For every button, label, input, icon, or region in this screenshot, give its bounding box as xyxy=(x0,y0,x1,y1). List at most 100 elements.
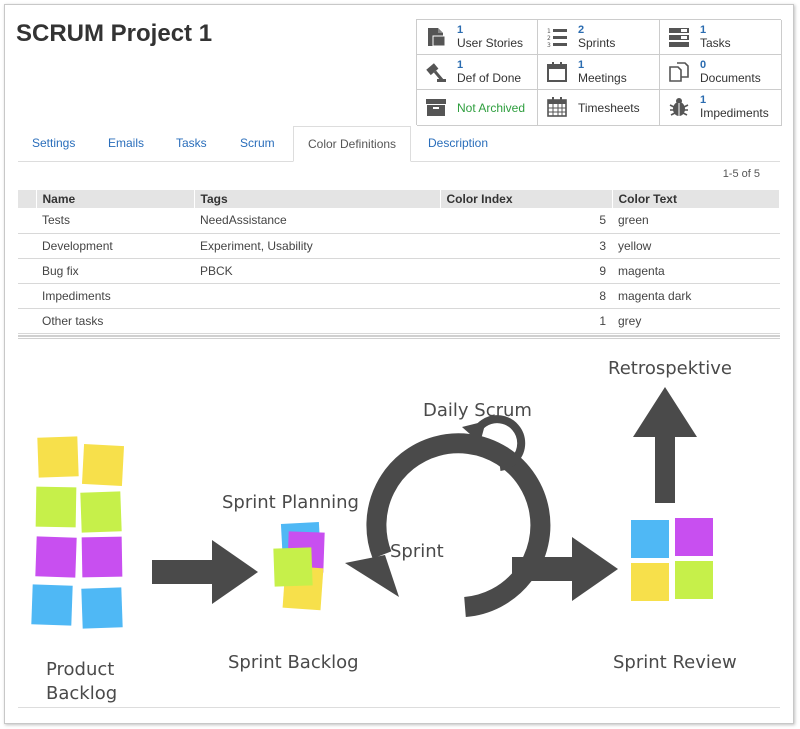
svg-text:1: 1 xyxy=(547,28,551,35)
sprint-backlog-notes xyxy=(273,522,325,611)
sticky-note xyxy=(35,486,77,528)
sprint-review-notes xyxy=(631,518,713,601)
tab-color-definitions[interactable]: Color Definitions xyxy=(293,126,412,162)
label-retrospektive: Retrospektive xyxy=(608,358,732,379)
table-header-row: Name Tags Color Index Color Text xyxy=(18,190,780,208)
label-sprint-backlog: Sprint Backlog xyxy=(228,652,359,673)
tile-count: 1 xyxy=(700,24,707,36)
cell-name: Tests xyxy=(36,208,194,234)
scrum-process-diagram: Product Backlog Sprint Planning Sprint B… xyxy=(10,345,790,710)
tile-count: 1 xyxy=(578,59,585,71)
sticky-note xyxy=(37,436,79,478)
label-sprint-planning: Sprint Planning xyxy=(222,492,359,513)
color-definitions-table: Name Tags Color Index Color Text Tests N… xyxy=(18,190,780,334)
cell-color-index: 1 xyxy=(440,308,612,334)
gavel-icon xyxy=(426,63,446,82)
table-row[interactable]: Bug fix PBCK 9 magenta xyxy=(18,258,780,284)
tile-count: 1 xyxy=(700,94,707,106)
label-product-backlog-line2: Backlog xyxy=(46,683,117,704)
sticky-note xyxy=(81,587,123,629)
arrow-to-sprint-review xyxy=(512,537,618,601)
label-daily-scrum: Daily Scrum xyxy=(423,400,532,421)
tile-count: 0 xyxy=(700,59,707,71)
timesheet-grid-icon xyxy=(547,97,567,117)
document-icon xyxy=(428,28,446,47)
calendar-icon xyxy=(547,62,567,82)
tile-tasks[interactable]: 1 Tasks xyxy=(660,20,782,55)
tile-label: Impediments xyxy=(700,106,769,120)
table-row[interactable]: Tests NeedAssistance 5 green xyxy=(18,208,780,234)
tile-timesheets[interactable]: Timesheets xyxy=(538,90,660,126)
page-title: SCRUM Project 1 xyxy=(16,20,213,47)
tile-count: 2 xyxy=(578,24,585,36)
sprint-cycle-arrowhead xyxy=(345,555,399,597)
tile-sprints[interactable]: 1 2 3 2 Sprints xyxy=(538,20,660,55)
tab-scrum[interactable]: Scrum xyxy=(240,136,275,150)
bottom-divider xyxy=(18,707,780,708)
tile-user-stories[interactable]: 1 User Stories xyxy=(417,20,538,55)
cell-tags: NeedAssistance xyxy=(194,208,440,234)
cell-color-text: magenta dark xyxy=(612,283,780,309)
tile-label: Timesheets xyxy=(578,101,640,115)
tab-emails[interactable]: Emails xyxy=(108,136,145,150)
tile-archive-status[interactable]: Not Archived xyxy=(417,90,538,126)
numbered-list-icon: 1 2 3 xyxy=(547,28,567,48)
tile-label: Sprints xyxy=(578,36,616,50)
sticky-note xyxy=(35,536,77,578)
tile-label: Meetings xyxy=(578,71,627,85)
cell-color-index: 3 xyxy=(440,233,612,259)
row-spacer xyxy=(18,233,36,259)
cell-color-text: magenta xyxy=(612,258,780,284)
table-header-select xyxy=(18,190,37,208)
column-header-color-text[interactable]: Color Text xyxy=(612,190,780,208)
column-header-tags[interactable]: Tags xyxy=(194,190,441,208)
documents-icon xyxy=(669,62,689,82)
cell-tags: Experiment, Usability xyxy=(194,233,440,259)
cell-color-text: yellow xyxy=(612,233,780,259)
row-spacer xyxy=(18,283,36,309)
sticky-note xyxy=(631,520,669,558)
sticky-note xyxy=(675,561,713,599)
table-row[interactable]: Impediments 8 magenta dark xyxy=(18,283,780,309)
label-product-backlog-line1: Product xyxy=(46,659,114,680)
sticky-note xyxy=(675,518,713,556)
cell-color-index: 5 xyxy=(440,208,612,234)
tile-count: 1 xyxy=(457,59,464,71)
label-sprint-review: Sprint Review xyxy=(613,652,737,673)
tab-description[interactable]: Description xyxy=(428,136,489,150)
row-spacer xyxy=(18,208,36,234)
tile-impediments[interactable]: 1 Impediments xyxy=(660,90,782,126)
tile-label: Not Archived xyxy=(457,101,526,115)
arrow-to-sprint-backlog xyxy=(152,540,258,604)
cell-color-index: 8 xyxy=(440,283,612,309)
product-backlog-notes xyxy=(31,436,125,629)
bug-icon xyxy=(669,98,689,116)
project-summary-tiles: 1 User Stories 1 2 3 2 Sprints 1 Tasks xyxy=(416,19,782,126)
row-spacer xyxy=(18,258,36,284)
tile-documents[interactable]: 0 Documents xyxy=(660,55,782,90)
sticky-note xyxy=(80,491,122,533)
tile-meetings[interactable]: 1 Meetings xyxy=(538,55,660,90)
column-header-color-index[interactable]: Color Index xyxy=(440,190,613,208)
svg-text:3: 3 xyxy=(547,42,551,48)
row-spacer xyxy=(18,308,36,334)
sticky-note xyxy=(31,584,73,626)
archive-box-icon xyxy=(426,99,446,116)
column-header-name[interactable]: Name xyxy=(36,190,195,208)
label-sprint: Sprint xyxy=(390,541,444,562)
scrum-process-svg: Product Backlog Sprint Planning Sprint B… xyxy=(31,358,737,704)
tab-tasks[interactable]: Tasks xyxy=(176,136,207,150)
tile-label: Documents xyxy=(700,71,761,85)
cell-color-text: green xyxy=(612,208,780,234)
arrow-to-retrospektive xyxy=(633,387,697,503)
svg-text:2: 2 xyxy=(547,35,551,42)
table-row[interactable]: Other tasks 1 grey xyxy=(18,308,780,334)
cell-tags xyxy=(194,283,440,309)
tile-def-of-done[interactable]: 1 Def of Done xyxy=(417,55,538,90)
table-row[interactable]: Development Experiment, Usability 3 yell… xyxy=(18,233,780,259)
tab-settings[interactable]: Settings xyxy=(32,136,76,150)
pager-status: 1-5 of 5 xyxy=(722,168,760,180)
tile-label: User Stories xyxy=(457,36,524,50)
cell-tags: PBCK xyxy=(194,258,440,284)
sprint-cycle-arrow xyxy=(366,433,551,617)
